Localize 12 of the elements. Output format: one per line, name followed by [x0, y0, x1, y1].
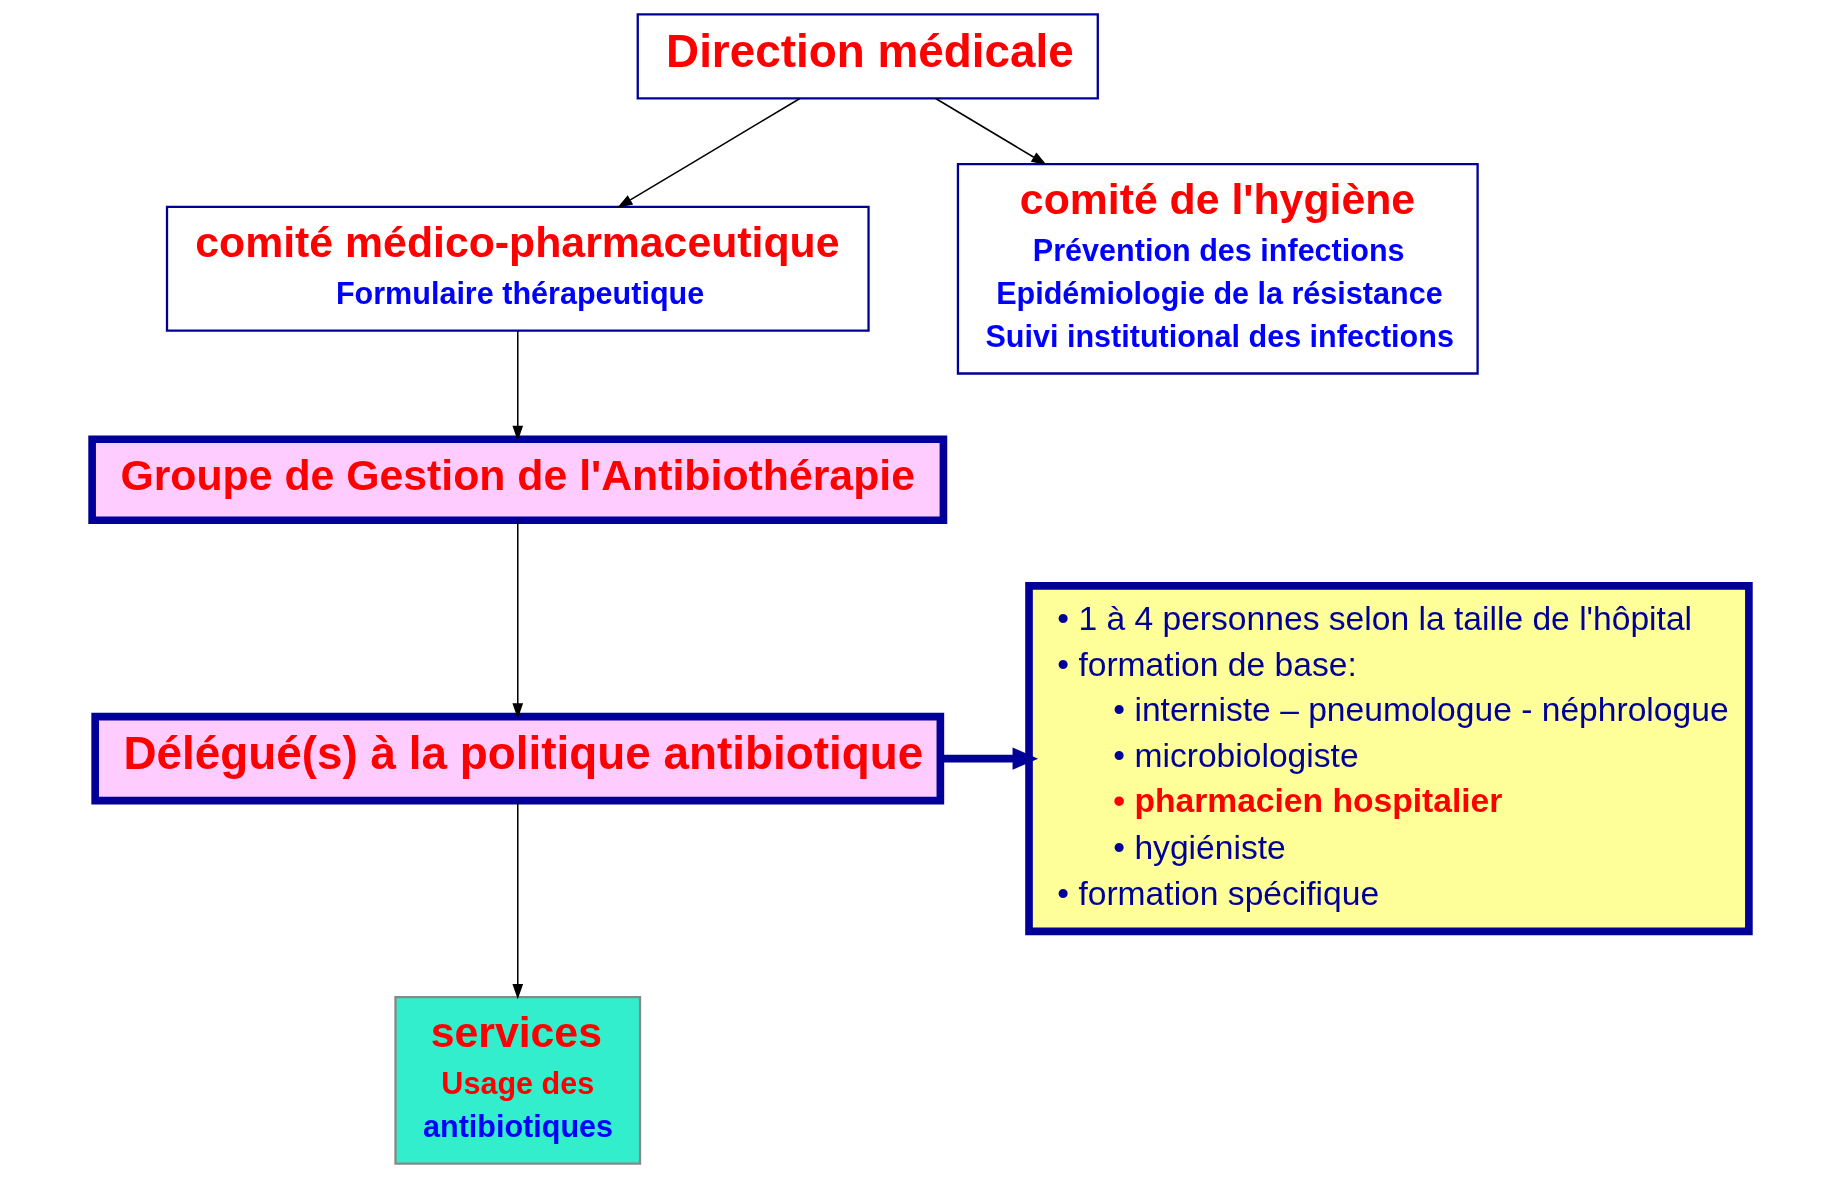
node-box: • 1 à 4 personnes selon la taille de l'hôpital • formation de base: • interniste – pneumologue - néphrologue • microbiologiste • pharmacien hospitalier • hygiéniste • formation spécifique [1025, 582, 1753, 936]
arrow [934, 97, 1047, 165]
arrow [512, 800, 524, 1000]
arrow [617, 97, 801, 208]
node-box: Direction médicale [636, 13, 1099, 100]
node-box: services Usage des antibiotiques [394, 995, 642, 1165]
arrow [512, 520, 524, 719]
node-box: Délégué(s) à la politique antibiotique [91, 712, 945, 805]
node-box: Groupe de Gestion de l'Antibiothérapie [88, 435, 948, 525]
node-box: comité de l'hygiène Prévention des infections Epidémiologie de la résistance Suivi institutional des infections [956, 162, 1479, 375]
node-box: comité médico-pharmaceutique Formulaire thérapeutique [165, 205, 870, 332]
arrow [512, 330, 524, 442]
